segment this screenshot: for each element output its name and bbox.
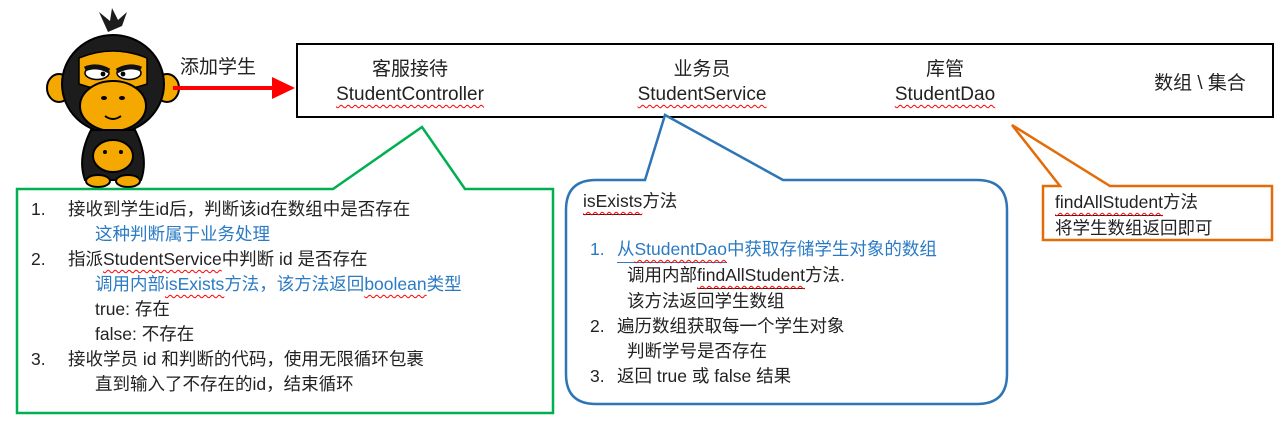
class-name: StudentService bbox=[637, 84, 767, 105]
monkey-mascot-icon bbox=[46, 8, 180, 188]
note-text: 方法. bbox=[805, 265, 845, 285]
note-line: 该方法返回学生数组 bbox=[566, 289, 1007, 314]
role-label: 库管 bbox=[925, 59, 964, 80]
note-text: 方法，该方法返回 bbox=[224, 274, 365, 294]
monkey-foot-left bbox=[85, 174, 111, 188]
green-callout-shape bbox=[15, 125, 555, 415]
list-number: 3. bbox=[590, 366, 605, 386]
note-text: isExists bbox=[165, 274, 225, 294]
role-label: 业务员 bbox=[673, 59, 731, 80]
controller-notes: 1. 接收到学生id后，判断该id在数组中是否存在 这种判断属于业务处理 2. … bbox=[17, 189, 553, 397]
bar-section-dao: 库管 StudentDao bbox=[795, 57, 1095, 107]
note-line: 2. 遍历数组获取每一个学生对象 bbox=[566, 314, 1007, 339]
monkey-brow-left bbox=[84, 64, 111, 74]
bar-section-controller: 客服接待 StudentController bbox=[260, 57, 560, 107]
note-line: 3. 接收学员 id 和判断的代码，使用无限循环包裹 bbox=[17, 347, 553, 372]
note-text: 调用内部 bbox=[95, 274, 165, 294]
note-text: 方法 bbox=[1163, 192, 1198, 212]
monkey-hair bbox=[99, 8, 127, 32]
note-text: StudentService bbox=[103, 249, 222, 269]
note-text: findAllStudent bbox=[697, 263, 805, 289]
blue-callout-shape bbox=[564, 113, 1009, 406]
bar-section-array: 数组 \ 集合 bbox=[1050, 71, 1285, 96]
note-text: false: 不存在 bbox=[95, 324, 195, 344]
method-name: findAllStudent bbox=[1055, 190, 1163, 216]
monkey-belly bbox=[92, 139, 134, 173]
note-line: 判断学号是否存在 bbox=[566, 339, 1007, 364]
monkey-pupil-left bbox=[100, 71, 106, 77]
monkey-nostril-left bbox=[101, 96, 107, 100]
note-line: 这种判断属于业务处理 bbox=[17, 222, 553, 247]
note-line: true: 存在 bbox=[17, 297, 553, 322]
class-name: StudentDao bbox=[894, 84, 996, 105]
monkey-brow-right bbox=[115, 64, 142, 74]
method-name: isExists bbox=[583, 189, 643, 215]
list-number: 1. bbox=[590, 239, 605, 259]
note-text: 判断学号是否存在 bbox=[627, 341, 767, 361]
note-text: 将学生数组返回即可 bbox=[1055, 218, 1213, 238]
note-text: 从 bbox=[617, 237, 635, 263]
note-text: 调用内部 bbox=[627, 265, 697, 285]
note-text: boolean bbox=[364, 274, 427, 294]
note-text: 中判断 id 是否存在 bbox=[221, 249, 368, 269]
add-student-arrow-head bbox=[272, 77, 295, 99]
array-label: 数组 \ 集合 bbox=[1154, 73, 1246, 94]
note-text: 遍历数组获取每一个学生对象 bbox=[617, 316, 845, 336]
list-number: 1. bbox=[31, 199, 46, 219]
note-text: 类型 bbox=[426, 274, 462, 294]
bar-section-service: 业务员 StudentService bbox=[552, 57, 852, 107]
list-number: 2. bbox=[590, 316, 605, 336]
class-name: StudentController bbox=[336, 84, 484, 105]
note-text: 接收学员 id 和判断的代码，使用无限循环包裹 bbox=[68, 349, 424, 369]
note-text: StudentDao bbox=[634, 237, 727, 263]
note-text: 指派 bbox=[68, 249, 103, 269]
role-label: 客服接待 bbox=[371, 59, 448, 80]
monkey-belly-dot-left bbox=[103, 150, 107, 154]
list-number: 2. bbox=[31, 249, 46, 269]
orange-callout-shape bbox=[1011, 123, 1274, 242]
note-text: 这种判断属于业务处理 bbox=[95, 224, 270, 244]
note-text: 该方法返回学生数组 bbox=[627, 291, 785, 311]
note-line: 3. 返回 true 或 false 结果 bbox=[566, 364, 1007, 389]
arrow-label: 添加学生 bbox=[180, 57, 257, 78]
note-text: 中获取存储学生对象的数组 bbox=[726, 239, 937, 259]
note-text: 接收到学生id后，判断该id在数组中是否存在 bbox=[68, 199, 411, 219]
monkey-pupil-right bbox=[120, 71, 126, 77]
note-line: false: 不存在 bbox=[17, 322, 553, 347]
monkey-belly-dot-right bbox=[119, 150, 123, 154]
monkey-foot-right bbox=[115, 174, 141, 188]
note-line: 1. 接收到学生id后，判断该id在数组中是否存在 bbox=[17, 197, 553, 222]
list-number: 3. bbox=[31, 349, 46, 369]
lifecycle-bar: 客服接待 StudentController 业务员 StudentServic… bbox=[296, 43, 1274, 118]
note-text: 直到输入了不存在的id，结束循环 bbox=[95, 374, 354, 394]
note-text: 返回 true 或 false 结果 bbox=[617, 366, 792, 386]
monkey-nostril-right bbox=[119, 96, 125, 100]
note-text: 方法 bbox=[642, 191, 678, 211]
note-line: 将学生数组返回即可 bbox=[1055, 216, 1272, 241]
note-text: true: 存在 bbox=[95, 299, 170, 319]
monkey-mouth bbox=[104, 115, 122, 120]
note-line: 直到输入了不存在的id，结束循环 bbox=[17, 372, 553, 397]
